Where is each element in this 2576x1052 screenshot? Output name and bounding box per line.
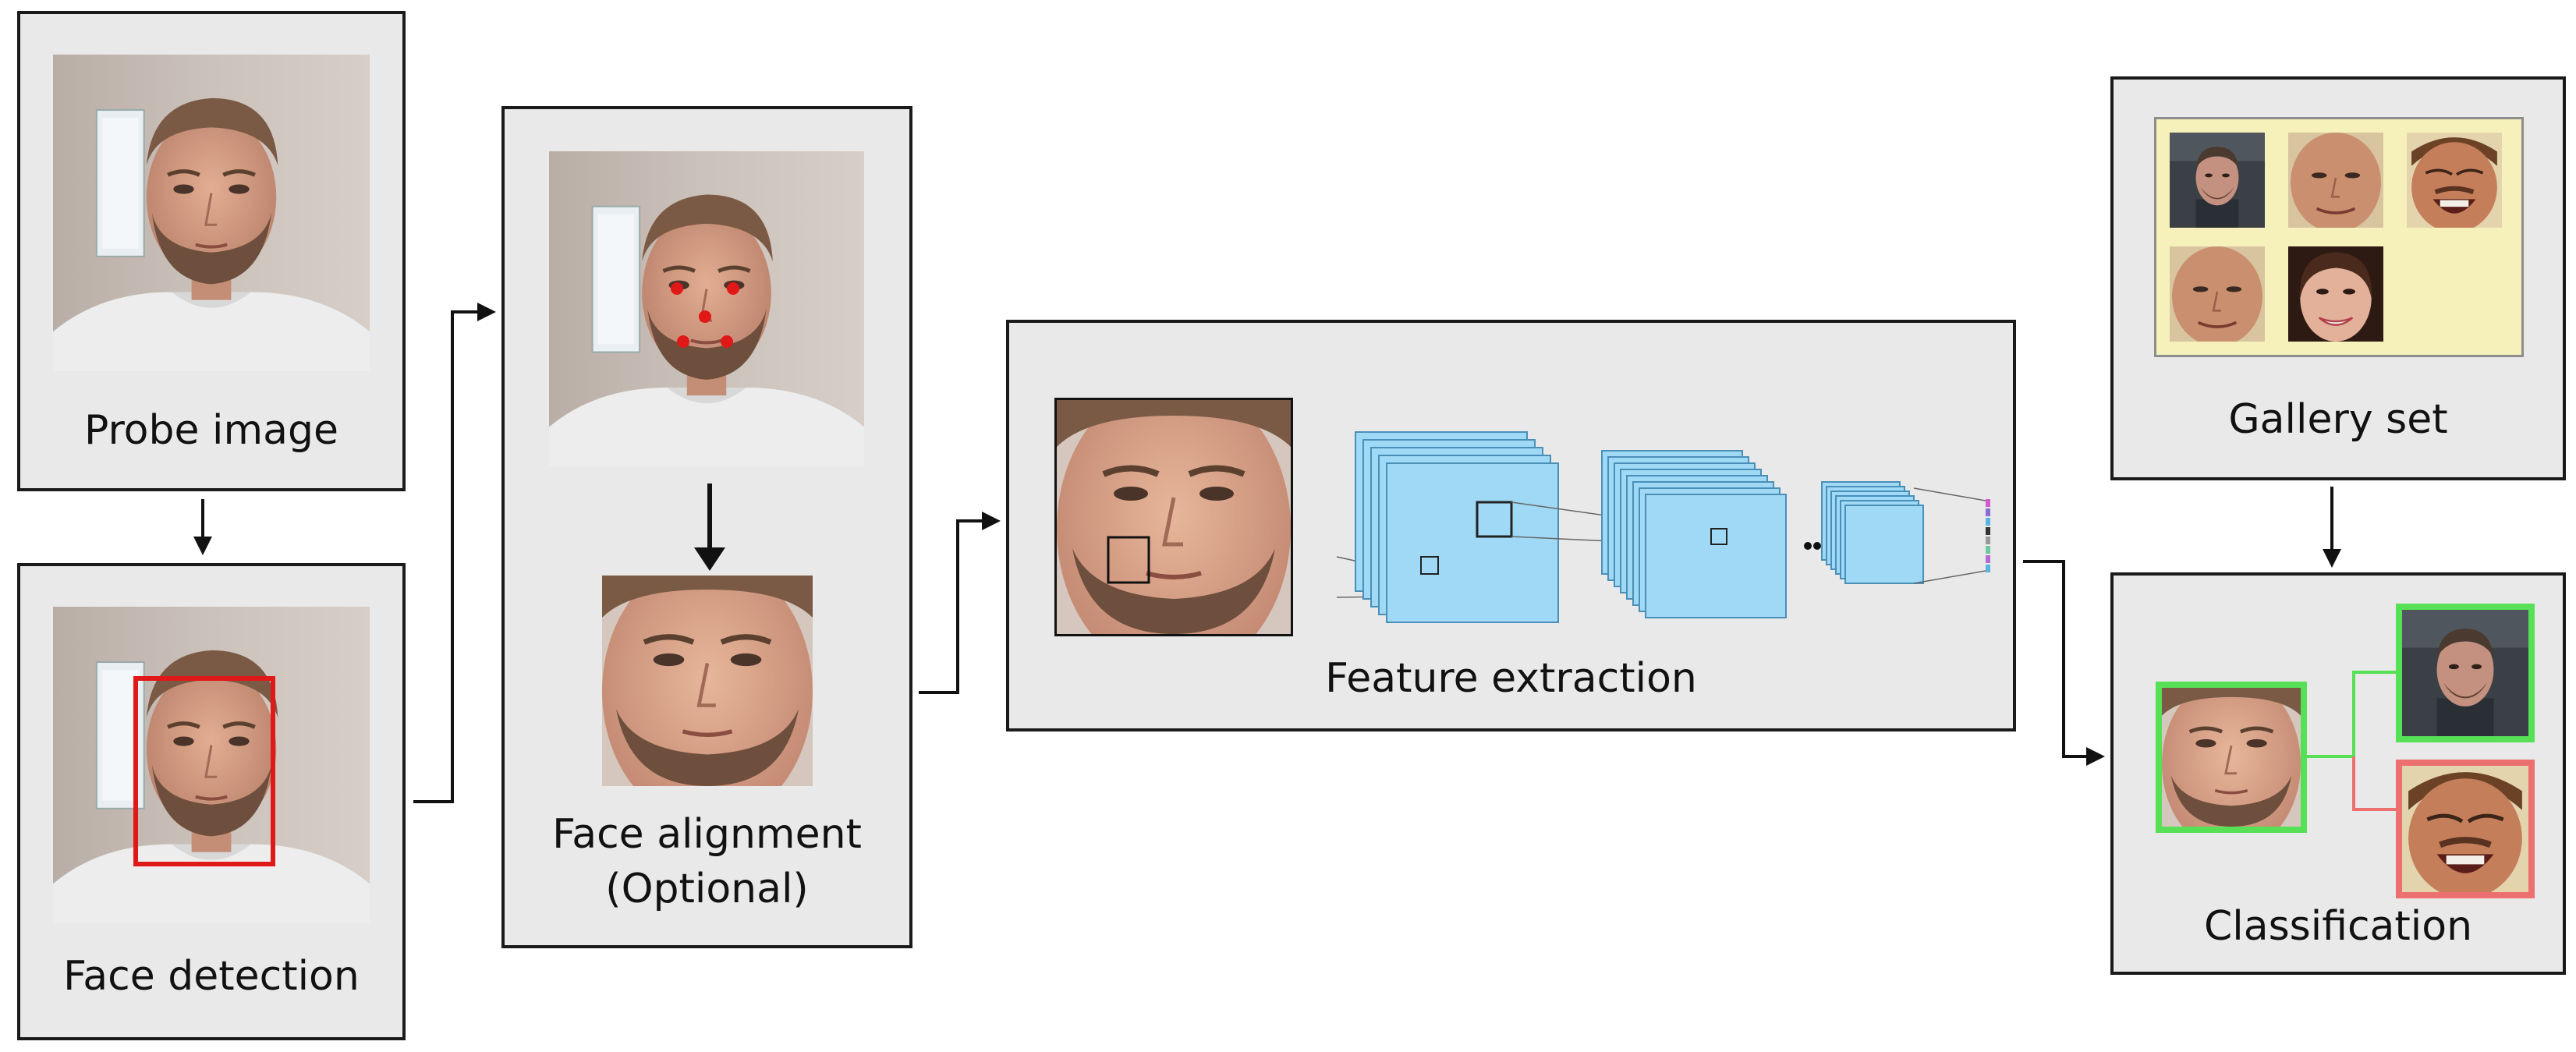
conv-layer-3 bbox=[1821, 481, 1924, 584]
detection-photo bbox=[53, 607, 370, 923]
conv-layer-1-window-in bbox=[1420, 556, 1439, 575]
probe-image-panel: Probe image bbox=[17, 11, 406, 491]
gallery-face-3 bbox=[2407, 133, 2502, 232]
gallery-face-2 bbox=[2288, 133, 2383, 228]
gallery-face-4 bbox=[2170, 246, 2265, 342]
cnn-input-face bbox=[1054, 398, 1293, 636]
conv-layer-1 bbox=[1355, 431, 1559, 623]
rejected-gallery-face bbox=[2396, 760, 2535, 898]
face-detection-label: Face detection bbox=[63, 953, 360, 1000]
query-face bbox=[2156, 682, 2307, 833]
probe-image-label: Probe image bbox=[84, 407, 338, 454]
face-detection-panel: Face detection bbox=[17, 563, 406, 1040]
feature-vector bbox=[1986, 499, 1990, 572]
feature-extraction-label: Feature extraction bbox=[1325, 655, 1697, 702]
detection-bounding-box bbox=[133, 676, 275, 866]
landmark-right-eye bbox=[727, 282, 739, 295]
arrow-right-icon bbox=[2023, 560, 2105, 766]
arrow-right-icon bbox=[193, 499, 212, 555]
gallery-set-label: Gallery set bbox=[2228, 396, 2448, 443]
matched-gallery-face bbox=[2396, 604, 2535, 742]
face-alignment-panel: Face alignment (Optional) bbox=[501, 106, 912, 948]
face-alignment-optional-label: (Optional) bbox=[605, 866, 809, 912]
gallery-face-5 bbox=[2288, 246, 2383, 342]
conv-layer-2-window bbox=[1710, 528, 1727, 545]
conv-layer-1-window-out bbox=[1476, 501, 1513, 538]
classification-panel: Classification bbox=[2110, 572, 2566, 975]
landmark-nose bbox=[699, 310, 711, 323]
ellipsis-icon bbox=[1804, 542, 1830, 550]
receptive-field-window bbox=[1107, 536, 1150, 584]
gallery-set-panel: Gallery set bbox=[2110, 76, 2566, 480]
conv-layer-2 bbox=[1601, 450, 1787, 618]
probe-photo bbox=[53, 55, 370, 371]
landmark-left-eye bbox=[671, 282, 683, 295]
feature-extraction-panel: Feature extraction bbox=[1006, 320, 2016, 731]
arrow-right-icon bbox=[413, 303, 496, 803]
landmark-mouth-left bbox=[677, 335, 689, 348]
arrow-down-icon bbox=[2323, 487, 2341, 568]
match-connector bbox=[2301, 671, 2396, 758]
arrow-right-icon bbox=[919, 512, 1001, 694]
classification-label: Classification bbox=[2203, 903, 2473, 950]
gallery-grid bbox=[2154, 117, 2524, 357]
alignment-source-photo bbox=[549, 151, 864, 466]
landmark-mouth-right bbox=[721, 335, 733, 348]
nonmatch-connector bbox=[2352, 756, 2396, 811]
face-alignment-label: Face alignment bbox=[552, 811, 862, 858]
gallery-face-1 bbox=[2170, 133, 2265, 228]
aligned-face-photo bbox=[602, 576, 813, 786]
